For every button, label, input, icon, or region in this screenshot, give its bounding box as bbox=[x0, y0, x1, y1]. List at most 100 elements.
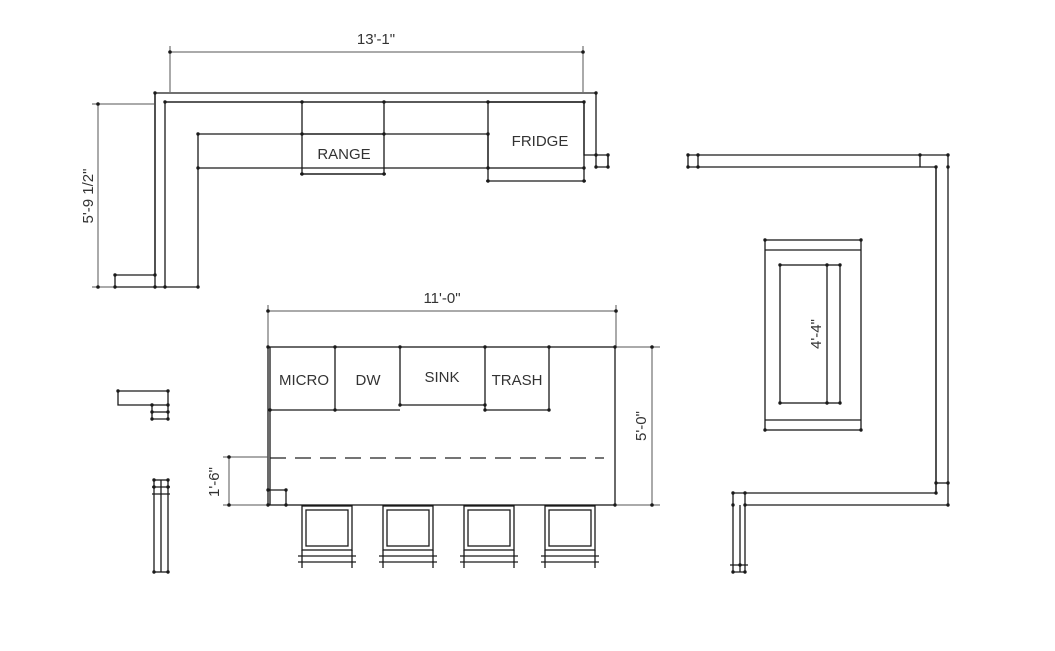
node-dot bbox=[594, 91, 598, 95]
node-dot bbox=[778, 263, 782, 267]
node-dot bbox=[696, 165, 700, 169]
node-dot bbox=[582, 179, 586, 183]
node-dot bbox=[743, 570, 747, 574]
stool bbox=[298, 505, 356, 568]
node-dot bbox=[153, 285, 157, 289]
island-width-dimension: 11'-0" bbox=[266, 290, 618, 346]
node-dot bbox=[486, 100, 490, 104]
node-dot bbox=[582, 166, 586, 170]
node-dot bbox=[166, 570, 170, 574]
node-dot bbox=[743, 503, 747, 507]
node-dot bbox=[150, 403, 154, 407]
node-dot bbox=[268, 408, 272, 412]
node-dot bbox=[483, 345, 487, 349]
node-dot bbox=[946, 153, 950, 157]
node-dot bbox=[333, 408, 337, 412]
island-width-label: 11'-0" bbox=[423, 290, 460, 307]
node-dot bbox=[594, 165, 598, 169]
node-dot bbox=[113, 285, 117, 289]
node-dot bbox=[300, 172, 304, 176]
node-dot bbox=[116, 389, 120, 393]
node-dot bbox=[166, 403, 170, 407]
node-dot bbox=[613, 503, 617, 507]
node-dot bbox=[738, 563, 742, 567]
top-counter-inner-wall bbox=[115, 101, 596, 288]
node-dot bbox=[696, 153, 700, 157]
top-depth-dimension: 5'-9 1/2" bbox=[80, 102, 154, 289]
node-dot bbox=[196, 132, 200, 136]
node-dot bbox=[166, 417, 170, 421]
node-dot bbox=[333, 345, 337, 349]
node-dot bbox=[825, 401, 829, 405]
stools bbox=[298, 505, 599, 568]
stool bbox=[541, 505, 599, 568]
node-dot bbox=[731, 503, 735, 507]
node-dot bbox=[398, 403, 402, 407]
node-dot bbox=[163, 285, 167, 289]
island-depth-dimension: 5'-0" bbox=[616, 345, 660, 507]
node-dot bbox=[606, 165, 610, 169]
node-dot bbox=[163, 100, 167, 104]
center-island: MICRO DW SINK TRASH bbox=[267, 346, 616, 506]
right-counter-outer-wall bbox=[687, 154, 949, 573]
node-dot bbox=[946, 503, 950, 507]
micro-label: MICRO bbox=[279, 372, 329, 389]
node-dot bbox=[166, 410, 170, 414]
node-dot bbox=[547, 345, 551, 349]
node-dot bbox=[300, 100, 304, 104]
stool bbox=[460, 505, 518, 568]
right-island: 4'-4" bbox=[764, 239, 862, 431]
node-dot bbox=[152, 570, 156, 574]
node-dot bbox=[934, 481, 938, 485]
node-dot bbox=[743, 491, 747, 495]
right-island-label: 4'-4" bbox=[808, 319, 825, 349]
node-dot bbox=[153, 273, 157, 277]
node-dot bbox=[731, 570, 735, 574]
overhang-dimension: 1'-6" bbox=[206, 455, 268, 507]
node-dot bbox=[934, 165, 938, 169]
node-dot bbox=[686, 153, 690, 157]
node-dot bbox=[166, 478, 170, 482]
island-outline bbox=[267, 346, 616, 506]
node-dot bbox=[918, 153, 922, 157]
node-dot bbox=[859, 238, 863, 242]
trash-label: TRASH bbox=[492, 372, 543, 389]
top-width-label: 13'-1" bbox=[357, 31, 395, 48]
node-dot bbox=[613, 345, 617, 349]
node-dot bbox=[763, 428, 767, 432]
node-dot bbox=[859, 428, 863, 432]
node-dot bbox=[594, 153, 598, 157]
node-dot bbox=[398, 345, 402, 349]
node-dot bbox=[152, 485, 156, 489]
top-width-dimension: 13'-1" bbox=[168, 31, 585, 92]
node-dot bbox=[266, 503, 270, 507]
node-dot bbox=[483, 408, 487, 412]
node-dot bbox=[483, 403, 487, 407]
stool bbox=[379, 505, 437, 568]
right-island-inner bbox=[779, 264, 841, 404]
node-dot bbox=[486, 132, 490, 136]
island-depth-label: 5'-0" bbox=[633, 411, 650, 441]
node-dot bbox=[606, 153, 610, 157]
top-depth-label: 5'-9 1/2" bbox=[80, 169, 97, 224]
node-dots bbox=[113, 91, 950, 574]
node-dot bbox=[166, 485, 170, 489]
dw-label: DW bbox=[356, 372, 382, 389]
fridge-label: FRIDGE bbox=[512, 133, 569, 150]
right-island-outer bbox=[764, 239, 862, 431]
range-label: RANGE bbox=[317, 146, 370, 163]
node-dot bbox=[763, 238, 767, 242]
left-wall-fragments bbox=[117, 390, 170, 573]
node-dot bbox=[152, 478, 156, 482]
node-dot bbox=[486, 166, 490, 170]
node-dot bbox=[150, 410, 154, 414]
node-dot bbox=[946, 165, 950, 169]
node-dot bbox=[946, 481, 950, 485]
sink-label: SINK bbox=[424, 369, 459, 386]
node-dot bbox=[838, 263, 842, 267]
node-dot bbox=[838, 401, 842, 405]
node-dot bbox=[166, 389, 170, 393]
overhang-label: 1'-6" bbox=[206, 467, 223, 497]
node-dot bbox=[547, 408, 551, 412]
